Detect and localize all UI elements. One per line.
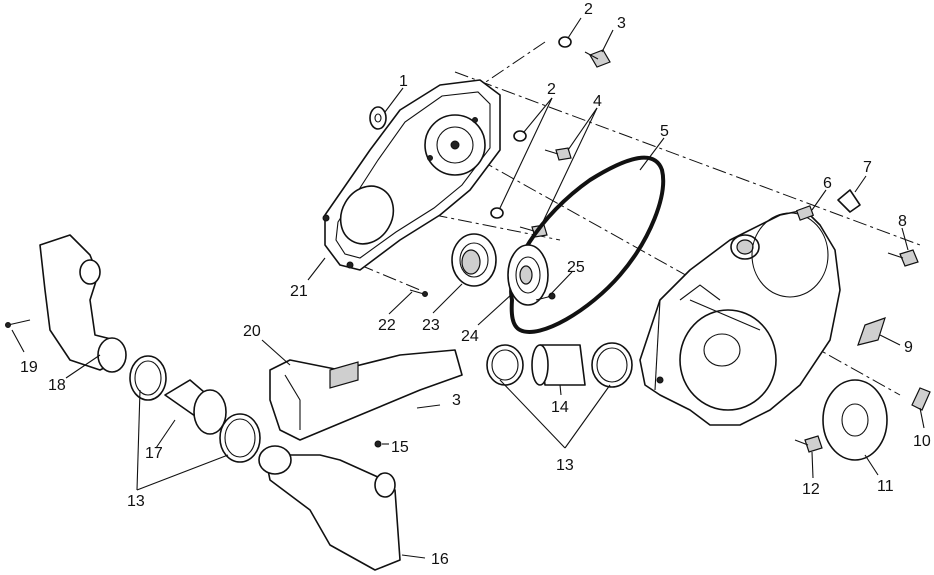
label-12: 12 [802, 481, 820, 498]
label-2-mid: 2 [547, 81, 556, 98]
screw-22 [409, 289, 428, 297]
label-13-left: 13 [127, 493, 145, 510]
tube-17 [164, 379, 227, 435]
decal-10 [911, 387, 931, 411]
bolt-12 [794, 435, 823, 453]
label-8: 8 [898, 213, 907, 230]
bolts-4 [519, 147, 572, 238]
cover-plug-11 [822, 379, 888, 461]
label-25: 25 [567, 259, 585, 276]
callout-labels: 1 2 3 2 4 5 6 7 8 9 10 11 12 13 13 14 15… [20, 1, 931, 568]
label-11: 11 [877, 478, 894, 495]
seal-23 [451, 233, 497, 287]
retainer-9 [857, 317, 886, 346]
label-23: 23 [422, 317, 440, 334]
label-24: 24 [461, 328, 479, 345]
intake-tube-14 [486, 342, 633, 388]
drive-belt [509, 155, 666, 334]
label-7: 7 [863, 159, 872, 176]
elbow-duct-18 [39, 234, 127, 373]
label-15: 15 [391, 439, 409, 456]
label-6: 6 [823, 175, 832, 192]
label-19: 19 [20, 359, 38, 376]
label-16: 16 [431, 551, 449, 568]
bolt-3 [584, 49, 611, 68]
screw-19 [5, 319, 31, 328]
label-5: 5 [660, 123, 669, 140]
outer-clutch-cover [639, 205, 841, 426]
clip-7 [837, 189, 861, 213]
duct-16 [258, 445, 401, 571]
clamps-13-left [129, 355, 261, 463]
label-22: 22 [378, 317, 396, 334]
label-17: 17 [145, 445, 163, 462]
inner-cover-plate [322, 79, 501, 271]
screw-25 [535, 292, 556, 301]
label-21: 21 [290, 283, 308, 300]
duct-20 [269, 349, 463, 441]
label-10: 10 [913, 433, 931, 450]
label-13-right: 13 [556, 457, 574, 474]
label-9: 9 [904, 339, 913, 356]
seal-24 [507, 244, 549, 306]
label-1: 1 [399, 73, 408, 90]
screw-15 [374, 440, 382, 448]
label-3-lower: 3 [452, 392, 461, 409]
leader-lines [11, 17, 925, 559]
washers-2 [490, 36, 572, 219]
label-20: 20 [243, 323, 261, 340]
label-3-top: 3 [617, 15, 626, 32]
label-18: 18 [48, 377, 66, 394]
label-2-top: 2 [584, 1, 593, 18]
label-14: 14 [551, 399, 569, 416]
washer-1 [369, 106, 387, 130]
label-4: 4 [593, 93, 602, 110]
bolt-8 [887, 249, 919, 267]
